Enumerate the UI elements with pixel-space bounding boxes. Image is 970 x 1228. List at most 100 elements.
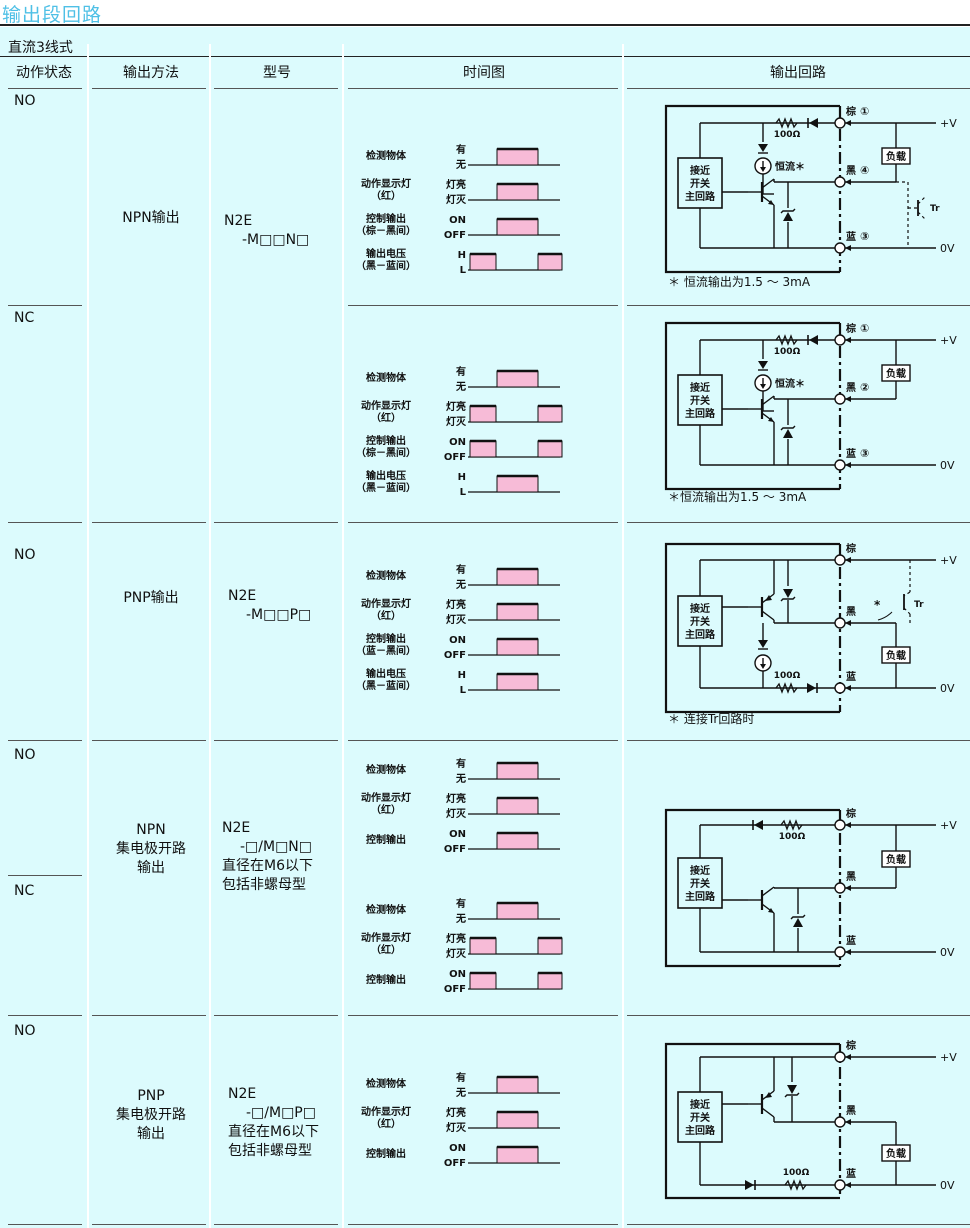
- terminal-number: ②: [860, 381, 869, 394]
- diode-icon: [809, 118, 818, 128]
- state-nc: NC: [14, 310, 35, 326]
- method-npn-oc: NPN 集电极开路 输出: [92, 821, 210, 878]
- terminal-label: 黑: [846, 382, 856, 394]
- terminal-label: 棕: [845, 105, 856, 118]
- supply-zero-label: 0V: [940, 459, 955, 472]
- transistor-arrow-icon: [768, 908, 774, 913]
- timing-pulse: [537, 440, 563, 458]
- model-npn: N2E -M□□N□: [224, 212, 309, 250]
- model-line: 包括非螺母型: [222, 877, 306, 893]
- timing-pulse: [496, 475, 539, 493]
- main-circuit-label: 主回路: [685, 628, 716, 641]
- terminal-label: 黑: [846, 1105, 856, 1117]
- timing-level-label: ON: [449, 969, 466, 980]
- sensor-enclosure: [664, 104, 830, 274]
- row-line: [8, 305, 82, 306]
- model-line: 直径在M6以下: [222, 858, 313, 874]
- terminal-icon: [834, 682, 846, 694]
- title-rule: [0, 24, 970, 26]
- row-line: [92, 1015, 206, 1016]
- method-line: PNP: [137, 1088, 165, 1104]
- timing-signal-label: 输出电压: [366, 469, 406, 482]
- transistor-collector: [761, 395, 775, 406]
- timing-level-label: 灯灭: [446, 613, 467, 626]
- timing-level-label: 无: [455, 1087, 466, 1099]
- sensor-enclosure: [664, 321, 830, 491]
- method-line: 输出: [137, 1126, 165, 1142]
- row-line: [627, 1015, 970, 1016]
- timing-pulse: [537, 972, 563, 990]
- terminal-icon: [834, 1116, 846, 1128]
- model-line: 直径在M6以下: [228, 1124, 319, 1140]
- terminal-icon: [834, 946, 846, 958]
- timing-pulse: [469, 937, 497, 955]
- timing-level-label: 灯亮: [446, 792, 466, 805]
- timing-pulse: [469, 440, 497, 458]
- method-pnp: PNP输出: [123, 590, 179, 606]
- terminal-icon: [834, 393, 846, 405]
- transistor-collector: [761, 178, 775, 189]
- timing-pulse: [537, 937, 563, 955]
- timing-pulse: [496, 1076, 539, 1094]
- row-line: [8, 1224, 82, 1225]
- main-circuit-label: 开关: [690, 877, 710, 890]
- diode-icon: [745, 1180, 754, 1190]
- timing-signal-label: 检测物体: [366, 569, 407, 582]
- timing-level-label: H: [458, 250, 466, 261]
- timing-pulse: [469, 405, 497, 423]
- terminal-icon: [834, 882, 846, 894]
- timing-level-label: 灯亮: [446, 1106, 466, 1119]
- resistor-icon: [775, 117, 798, 129]
- diode-icon: [809, 335, 818, 345]
- method-npn: NPN输出: [122, 210, 180, 226]
- timing-signal-label: 检测物体: [366, 763, 407, 776]
- row-line: [214, 522, 338, 523]
- resistor-icon: [780, 819, 803, 831]
- note-constant-current: ＊ 恒流输出为1.5 ～ 3mA: [668, 275, 811, 289]
- load-label: 负载: [886, 649, 906, 662]
- resistor-icon: [784, 1179, 807, 1191]
- timing-signal-label: （红）: [371, 411, 401, 424]
- timing-level-label: 有: [456, 757, 466, 770]
- external-tr-wire: [917, 195, 927, 205]
- timing-pulse: [496, 1146, 539, 1164]
- timing-level-label: L: [460, 487, 467, 498]
- timing-level-label: 无: [455, 579, 466, 591]
- timing-pulse: [496, 1111, 539, 1129]
- main-circuit-label: 开关: [690, 394, 710, 407]
- row-line: [348, 1224, 618, 1225]
- current-source-arrow-icon: [760, 167, 766, 172]
- method-line: NPN: [136, 822, 166, 838]
- timing-level-label: 灯亮: [446, 178, 466, 191]
- terminal-icon: [834, 176, 846, 188]
- timing-pulse: [496, 638, 539, 656]
- timing-level-label: L: [460, 685, 467, 696]
- timing-chart: 检测物体有无动作显示灯（红）灯亮灯灭控制输出（蓝－黑间）ONOFF输出电压（黑－…: [356, 563, 560, 696]
- constant-current-label: 恒流＊: [775, 377, 805, 390]
- timing-level-label: ON: [449, 635, 466, 646]
- sensor-enclosure: [664, 1042, 830, 1200]
- row-line: [8, 875, 82, 876]
- transistor-emitter: [761, 610, 775, 621]
- load-label: 负载: [886, 150, 906, 163]
- row-line: [348, 740, 618, 741]
- main-circuit-label: 接近: [690, 1098, 710, 1111]
- supply-zero-label: 0V: [940, 946, 955, 959]
- terminal-number: ④: [860, 164, 869, 177]
- header-circuit: 输出回路: [770, 65, 826, 81]
- timing-signal-label: 控制输出: [366, 833, 406, 846]
- transistor-emitter: [761, 1107, 775, 1118]
- timing-pulse: [496, 797, 539, 815]
- timing-chart: 检测物体有无动作显示灯（红）灯亮灯灭控制输出（棕－黑间）ONOFF输出电压（黑－…: [356, 143, 563, 276]
- row-line: [348, 305, 618, 306]
- header-model: 型号: [263, 65, 291, 81]
- terminal-label: 蓝: [846, 230, 856, 243]
- timing-level-label: 灯亮: [446, 932, 466, 945]
- timing-signal-label: 动作显示灯: [361, 1105, 411, 1118]
- timing-signal-label: 控制输出: [366, 973, 406, 986]
- timing-level-label: ON: [449, 215, 466, 226]
- timing-signal-label: （黑－蓝间）: [356, 481, 416, 494]
